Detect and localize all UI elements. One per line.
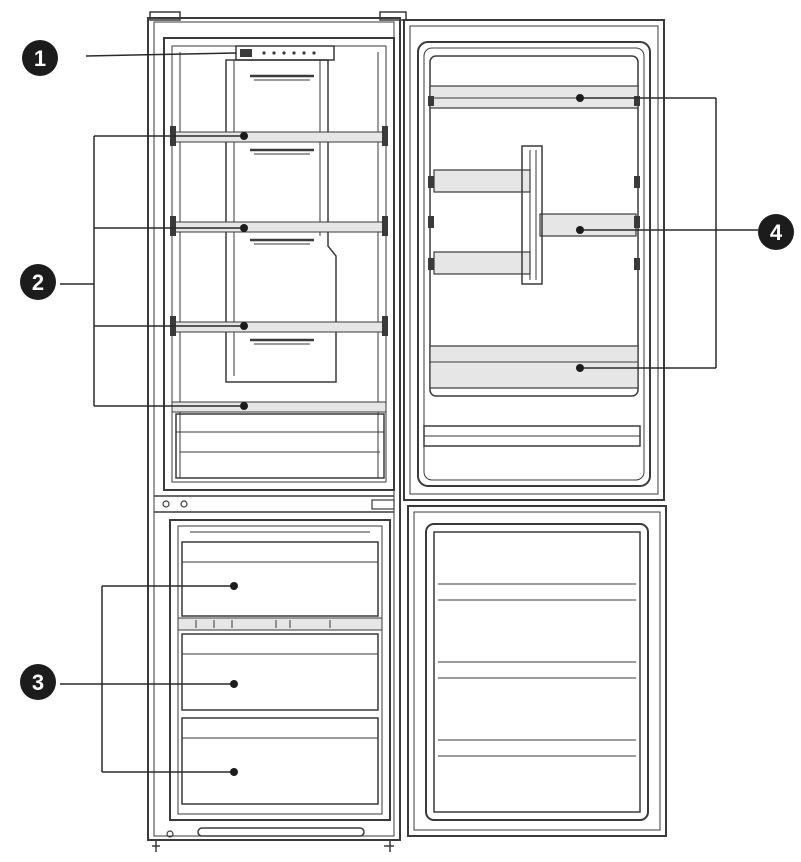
shelf [171,321,387,333]
leader-lines [60,52,758,773]
door-balcony [429,85,639,109]
callout-label-4: 4 [770,220,783,245]
freezer-liner [169,519,391,821]
freezer-liner-inner [177,525,383,815]
top-hinge-left [149,11,181,21]
door-balcony [539,213,637,237]
fridge-door-outline [403,19,665,501]
callout-label-3: 3 [32,670,44,695]
shelf [171,221,387,233]
freezer-drawer [181,541,379,617]
shelf [171,131,387,143]
cabinet-outline [147,17,401,841]
leader-line-1 [85,52,237,57]
freezer-drawer [181,717,379,805]
fridge-shelves [171,131,387,413]
door-balcony [429,345,639,389]
shelf [171,401,387,413]
compartment-divider [154,495,395,513]
freezer-door [407,505,667,837]
freezer-compartment [169,519,391,821]
door-gasket [417,41,651,487]
callout-label-1: 1 [34,46,46,71]
callout-badge-1: 1 [22,40,58,76]
fridge-compartment [163,37,395,491]
leader-dots [230,94,584,776]
air-duct [225,59,337,383]
callout-badge-3: 3 [20,664,56,700]
door-balcony [433,169,531,193]
freezer-door-outline [407,505,667,837]
callout-label-2: 2 [32,270,44,295]
top-hinge-right [379,11,407,21]
callout-badge-2: 2 [20,264,56,300]
freezer-drawers [181,541,379,805]
control-panel-display [240,49,252,57]
freezer-drawer [181,633,379,711]
fridge-liner-inner [171,45,387,483]
vent-slots [250,74,314,342]
cabinet-inner-outline [153,21,395,837]
fridge-liner [163,37,395,491]
divider-rack [521,145,543,285]
fridge-door [403,19,665,501]
crisper-drawer [175,413,385,479]
door-balcony [433,251,531,275]
base [152,827,394,852]
door-balconies [429,85,639,389]
callout-badge-4: 4 [758,214,794,250]
